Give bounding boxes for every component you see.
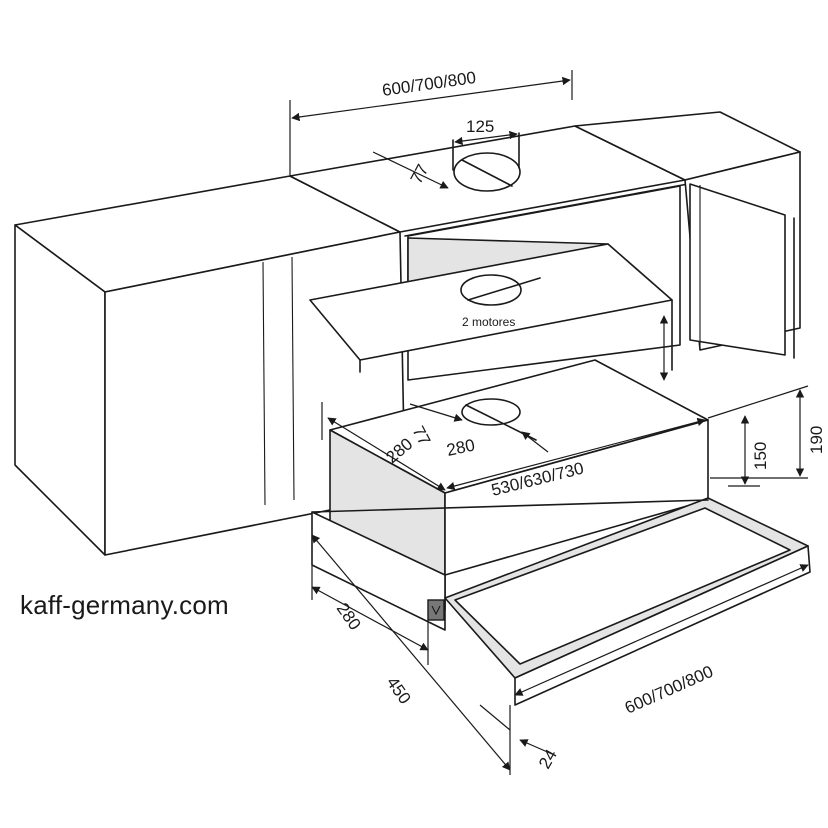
dim-duct-offset — [372, 151, 449, 189]
dim-outlet-offset — [409, 403, 463, 422]
front-width-label: 600/700/800 — [622, 662, 716, 718]
dim-inner-width — [446, 417, 706, 491]
open-door — [689, 183, 786, 356]
dim-front-width — [514, 564, 809, 696]
hood-outlet — [461, 398, 521, 426]
front-depth-label: 280 — [333, 599, 365, 633]
dim-total-depth — [311, 534, 511, 771]
control-switch — [427, 599, 445, 621]
motor-note-label: 2 motores — [462, 315, 515, 329]
dim-outlet-depth — [327, 417, 446, 491]
right-wall-cabinet — [574, 111, 801, 359]
total-depth-label: 450 — [383, 673, 415, 707]
visor-thickness-label: 24 — [535, 746, 561, 772]
dim-cabinet-width — [291, 76, 571, 122]
dim-visor-thickness — [519, 739, 553, 755]
top-duct-panel — [289, 125, 689, 237]
body-height-label: 150 — [751, 442, 770, 470]
motor-opening — [460, 274, 522, 306]
cabinet-opening: 2 motores — [309, 185, 681, 381]
watermark-text: kaff-germany.com — [20, 590, 229, 620]
dimension-lines — [289, 70, 809, 775]
total-height-label: 190 — [807, 426, 826, 454]
dim-duct-diameter — [454, 130, 518, 146]
duct-diameter-label: 125 — [466, 117, 494, 136]
